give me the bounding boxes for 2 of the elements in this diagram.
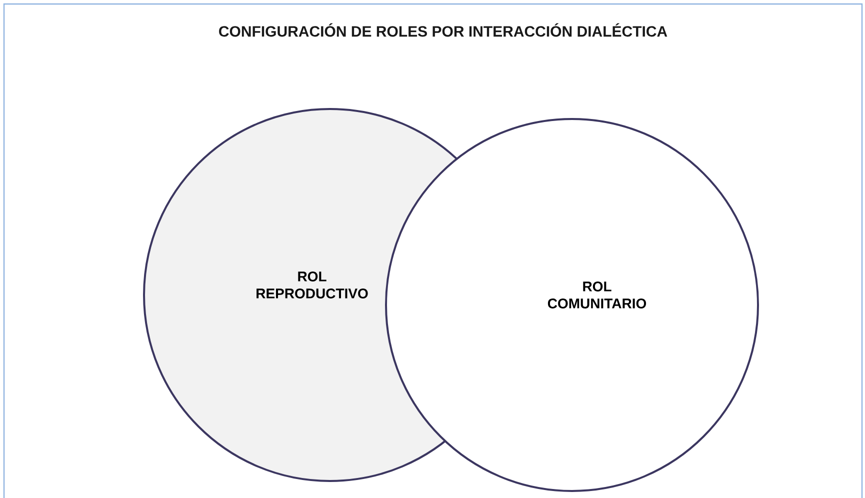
node-label: ROL COMUNITARIO — [548, 282, 646, 308]
title: CONFIGURACIÓN DE ROLES POR INTERACCIÓN DIALÉCTICA — [219, 23, 668, 37]
